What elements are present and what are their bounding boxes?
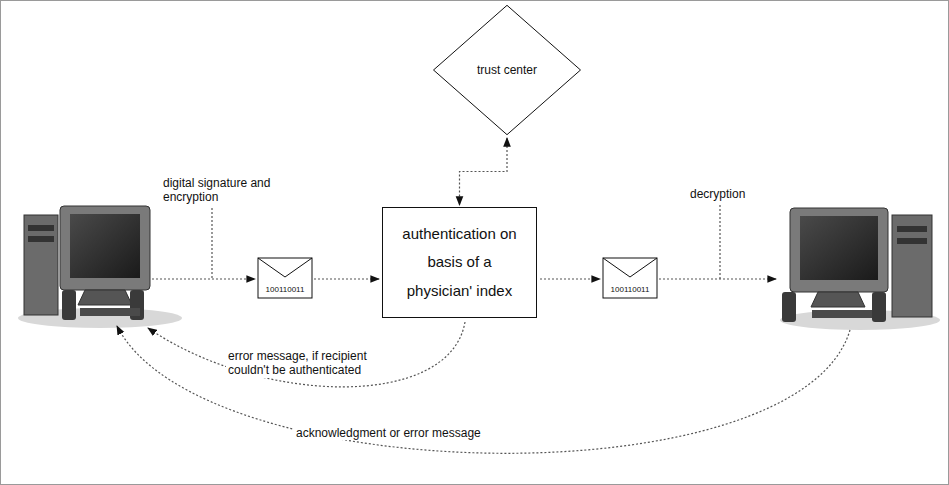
process-box: authentication on basis of a physician' … <box>382 207 537 318</box>
computer-left <box>18 206 182 328</box>
envelope-bits: 100110011 <box>259 285 311 295</box>
node-text-group: authentication on basis of a physician' … <box>400 220 520 306</box>
node-text-group: trust center <box>472 63 542 77</box>
node-label: trust center <box>472 63 542 77</box>
dotted-connector <box>460 138 508 205</box>
computer-right <box>780 208 940 330</box>
annotation-label: acknowledgment or error message <box>294 426 483 440</box>
envelope-bits: 100110011 <box>604 285 656 295</box>
flow-arrows <box>117 205 850 453</box>
envelope <box>258 258 312 298</box>
annotation-label: digital signature and encryption <box>163 176 283 205</box>
annotation-label: decryption <box>690 187 780 201</box>
envelope <box>603 258 657 298</box>
annotation-label: error message, if recipient couldn't be … <box>226 349 405 378</box>
node-label: authentication on basis of a physician' … <box>400 220 520 306</box>
decision-diamond: trust center <box>432 4 582 136</box>
